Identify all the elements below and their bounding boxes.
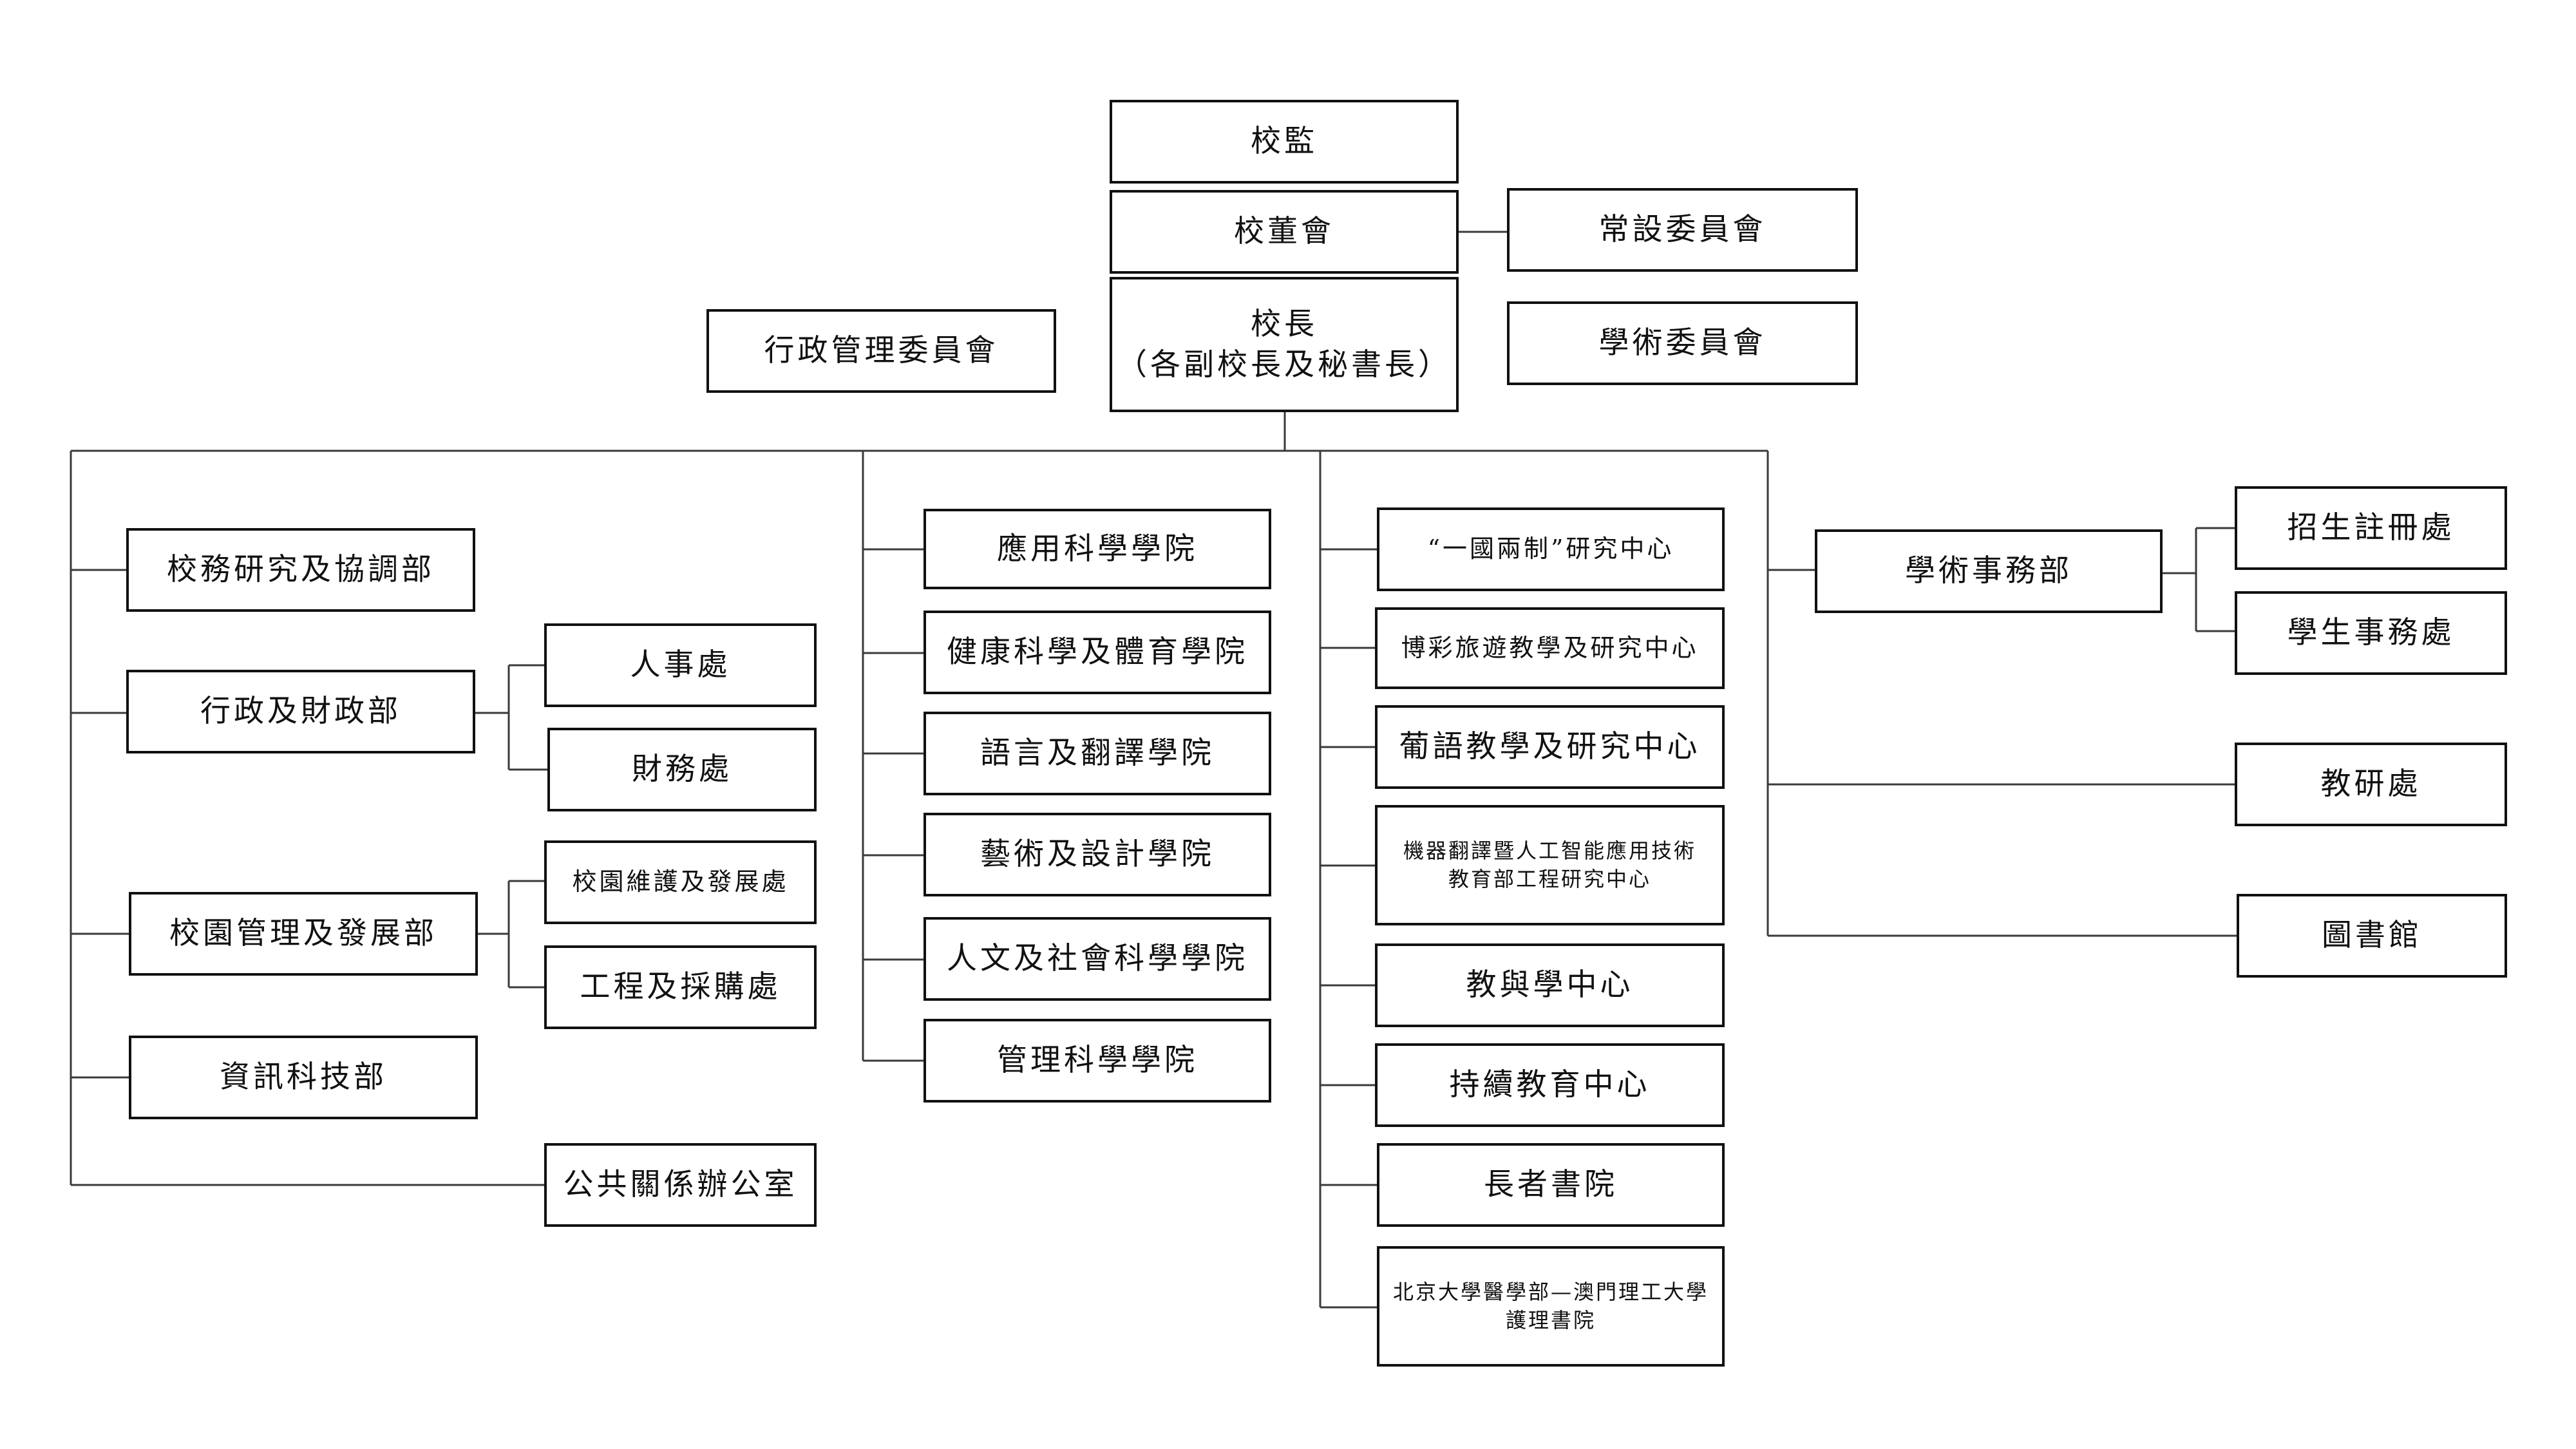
pr-box: 公共關係辦公室 — [544, 1143, 817, 1227]
procurement-box: 工程及採購處 — [544, 945, 817, 1029]
centre-box: 葡語教學及研究中心 — [1375, 705, 1725, 789]
faculty-box: 藝術及設計學院 — [923, 813, 1271, 896]
campus-box: 校園管理及發展部 — [129, 892, 478, 976]
it-box: 資訊科技部 — [129, 1036, 478, 1119]
centre-box: 持續教育中心 — [1375, 1043, 1725, 1127]
faculty-box: 健康科學及體育學院 — [923, 611, 1271, 694]
maintenance-box: 校園維護及發展處 — [544, 840, 817, 924]
admin-committee-box: 行政管理委員會 — [706, 309, 1056, 393]
faculty-box: 管理科學學院 — [923, 1019, 1271, 1103]
centre-box: 北京大學醫學部—澳門理工大學 護理書院 — [1377, 1246, 1725, 1367]
academic-committee-box: 學術委員會 — [1507, 301, 1858, 385]
admissions-box: 招生註冊處 — [2235, 486, 2507, 570]
finance-box: 財務處 — [547, 728, 817, 811]
admin-finance-box: 行政及財政部 — [126, 670, 475, 753]
academic-affairs-box: 學術事務部 — [1815, 529, 2163, 613]
centre-box: 長者書院 — [1377, 1143, 1725, 1227]
centre-box: 博彩旅遊教學及研究中心 — [1375, 607, 1725, 689]
centre-box: “一國兩制”研究中心 — [1377, 507, 1725, 591]
student-affairs-box: 學生事務處 — [2235, 591, 2507, 675]
centre-box: 教與學中心 — [1375, 943, 1725, 1027]
standing-committee-box: 常設委員會 — [1507, 188, 1858, 272]
faculty-box: 語言及翻譯學院 — [923, 712, 1271, 795]
faculty-box: 人文及社會科學學院 — [923, 917, 1271, 1001]
supervisor-box: 校監 — [1110, 100, 1459, 184]
research-coord-box: 校務研究及協調部 — [126, 528, 475, 612]
faculty-box: 應用科學學院 — [923, 509, 1271, 589]
library-box: 圖書館 — [2237, 894, 2507, 978]
research-office-box: 教研處 — [2235, 743, 2507, 826]
board-box: 校董會 — [1110, 190, 1459, 274]
centre-box: 機器翻譯暨人工智能應用技術 教育部工程研究中心 — [1375, 805, 1725, 925]
hr-box: 人事處 — [544, 623, 817, 707]
rector-box: 校長 （各副校長及秘書長） — [1110, 277, 1459, 412]
